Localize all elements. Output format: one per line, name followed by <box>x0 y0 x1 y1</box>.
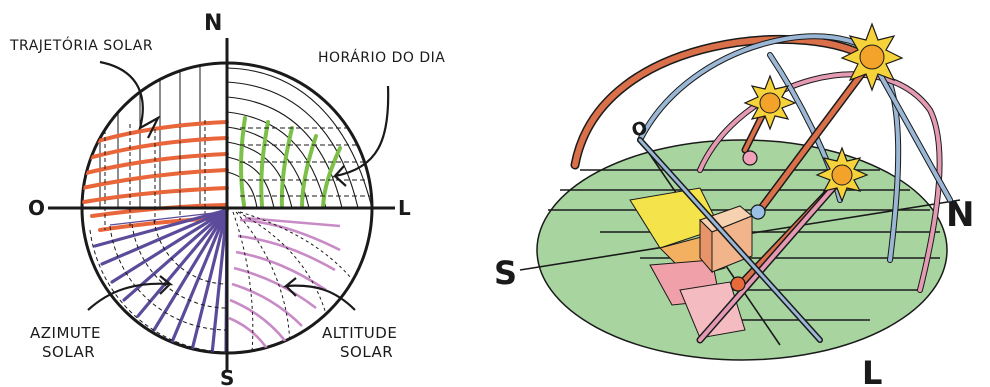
azimuth-label-1: AZIMUTE <box>30 324 101 342</box>
east-label: L <box>398 196 411 220</box>
south-label-3d: S <box>494 254 517 292</box>
altitude-label-2: SOLAR <box>340 343 393 361</box>
sun-projection-blue <box>751 205 765 219</box>
sun-hemisphere-3d: O N S L <box>494 24 974 387</box>
sun-icon-high <box>842 24 902 90</box>
west-label: O <box>28 196 45 220</box>
south-label: S <box>220 366 234 387</box>
solar-path-label: TRAJETÓRIA SOLAR <box>9 36 153 54</box>
west-label-3d: O <box>629 117 649 141</box>
north-label: N <box>204 11 222 36</box>
sun-projection-orange <box>731 277 745 291</box>
sun-projection-pink <box>743 151 757 165</box>
east-label-3d: L <box>862 354 882 387</box>
altitude-label-1: ALTITUDE <box>322 324 397 342</box>
sun-path-diagram: N S L O TRAJETÓRIA SOLAR HORÁRIO DO DIA … <box>9 11 445 387</box>
north-label-3d: N <box>946 195 974 235</box>
azimuth-label-2: SOLAR <box>42 343 95 361</box>
hour-label: HORÁRIO DO DIA <box>318 49 445 66</box>
